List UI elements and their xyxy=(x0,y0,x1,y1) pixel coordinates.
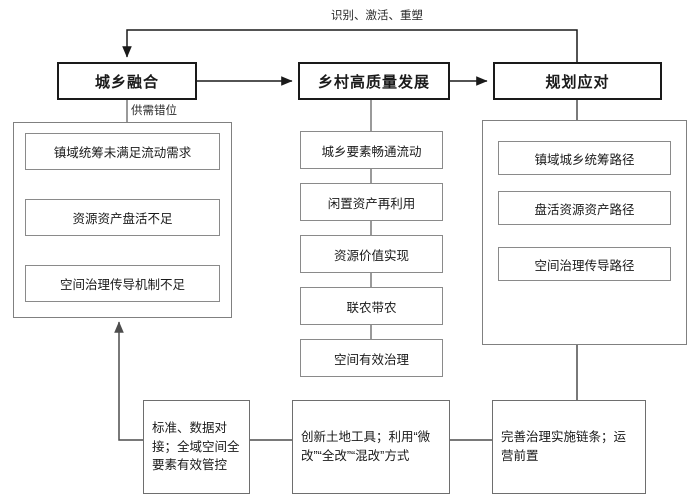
goal-item-4[interactable]: 联农带农 xyxy=(300,287,443,325)
node-urban-rural-integration[interactable]: 城乡融合 xyxy=(57,62,197,100)
measure-standards[interactable]: 标准、数据对接；全域空间全要素有效管控 xyxy=(143,400,250,494)
goal-item-2[interactable]: 闲置资产再利用 xyxy=(300,183,443,221)
measure-governance-chain[interactable]: 完善治理实施链条；运营前置 xyxy=(492,400,646,494)
goal-item-5[interactable]: 空间有效治理 xyxy=(300,339,443,377)
problem-item-2[interactable]: 资源资产盘活不足 xyxy=(25,199,220,236)
path-item-1[interactable]: 镇域城乡统筹路径 xyxy=(498,141,671,175)
problem-item-3[interactable]: 空间治理传导机制不足 xyxy=(25,265,220,302)
goal-item-3[interactable]: 资源价值实现 xyxy=(300,235,443,273)
node-rural-high-quality-development[interactable]: 乡村高质量发展 xyxy=(298,62,450,100)
measure-land-tools[interactable]: 创新土地工具；利用“微改”“全改”“混改”方式 xyxy=(292,400,450,494)
node-planning-response[interactable]: 规划应对 xyxy=(493,62,662,100)
edge-label-feedback: 识别、激活、重塑 xyxy=(331,10,423,22)
path-item-2[interactable]: 盘活资源资产路径 xyxy=(498,191,671,225)
path-item-3[interactable]: 空间治理传导路径 xyxy=(498,247,671,281)
edge-label-supply-demand: 供需错位 xyxy=(131,105,177,117)
problem-item-1[interactable]: 镇域统筹未满足流动需求 xyxy=(25,133,220,170)
goal-item-1[interactable]: 城乡要素畅通流动 xyxy=(300,131,443,169)
